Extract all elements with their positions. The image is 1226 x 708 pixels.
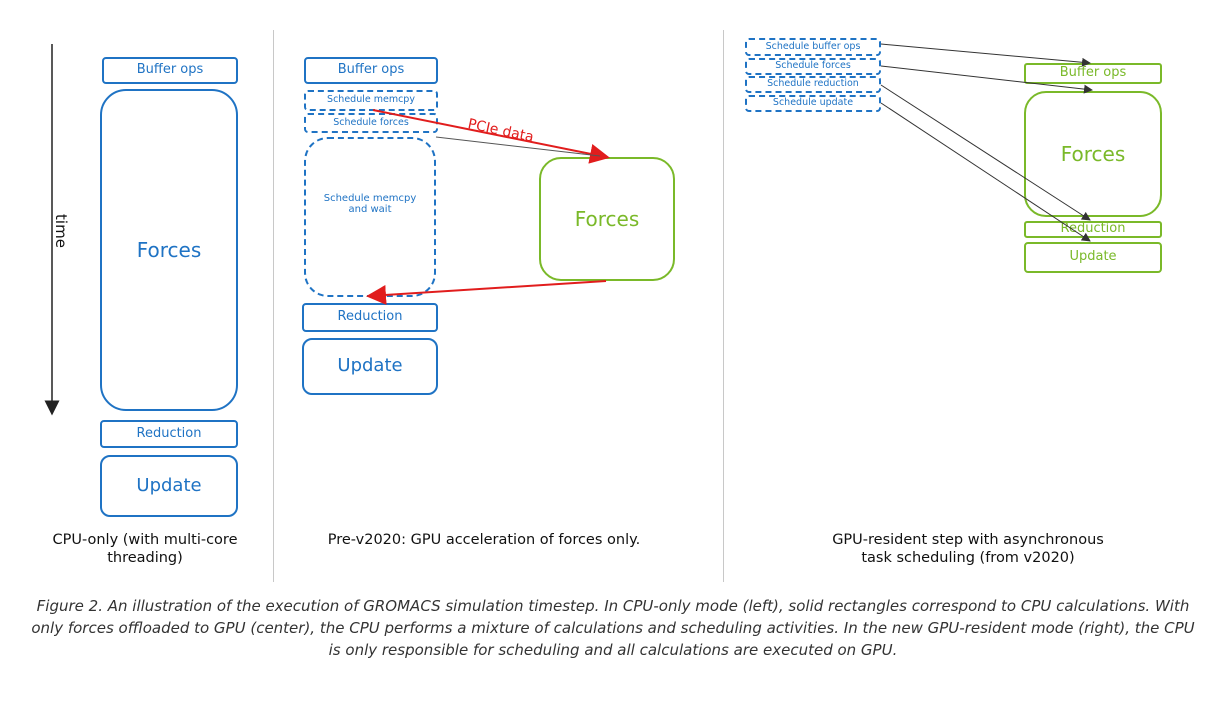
cpu-buffer-ops-box: Buffer ops [102, 57, 238, 84]
gpu-buffer-ops-box: Buffer ops [1024, 63, 1162, 84]
pcie-upload-arrow [372, 109, 610, 164]
right-panel-caption: GPU-resident step with asynchronous task… [832, 532, 1104, 567]
sched-update-arrow [880, 102, 1091, 242]
schedule-forces-box-right: Schedule forces [745, 58, 881, 75]
center-buffer-ops-box: Buffer ops [304, 57, 438, 84]
left-panel-caption: CPU-only (with multi-core threading) [52, 532, 238, 567]
center-update-box: Update [302, 338, 438, 395]
gpu-update-box: Update [1024, 242, 1162, 273]
cpu-update-box: Update [100, 455, 238, 517]
pcie-download-arrow [366, 280, 607, 305]
cpu-forces-box: Forces [100, 89, 238, 411]
schedule-forces-arrow [435, 136, 601, 157]
gpu-forces-box-right: Forces [1024, 91, 1162, 217]
schedule-memcpy-box: Schedule memcpy [304, 90, 438, 111]
center-panel-caption: Pre-v2020: GPU acceleration of forces on… [327, 532, 641, 548]
schedule-update-box: Schedule update [745, 95, 881, 112]
schedule-buffer-ops-box: Schedule buffer ops [745, 38, 881, 56]
separator-left [273, 30, 274, 582]
sched-reduction-arrow [880, 84, 1091, 221]
separator-right [723, 30, 724, 582]
figure-caption: Figure 2. An illustration of the executi… [31, 597, 1195, 659]
cpu-reduction-box: Reduction [100, 420, 238, 448]
sched-forces-arrow [880, 65, 1093, 94]
schedule-reduction-box: Schedule reduction [745, 76, 881, 93]
sched-buffer-ops-arrow [880, 43, 1091, 67]
